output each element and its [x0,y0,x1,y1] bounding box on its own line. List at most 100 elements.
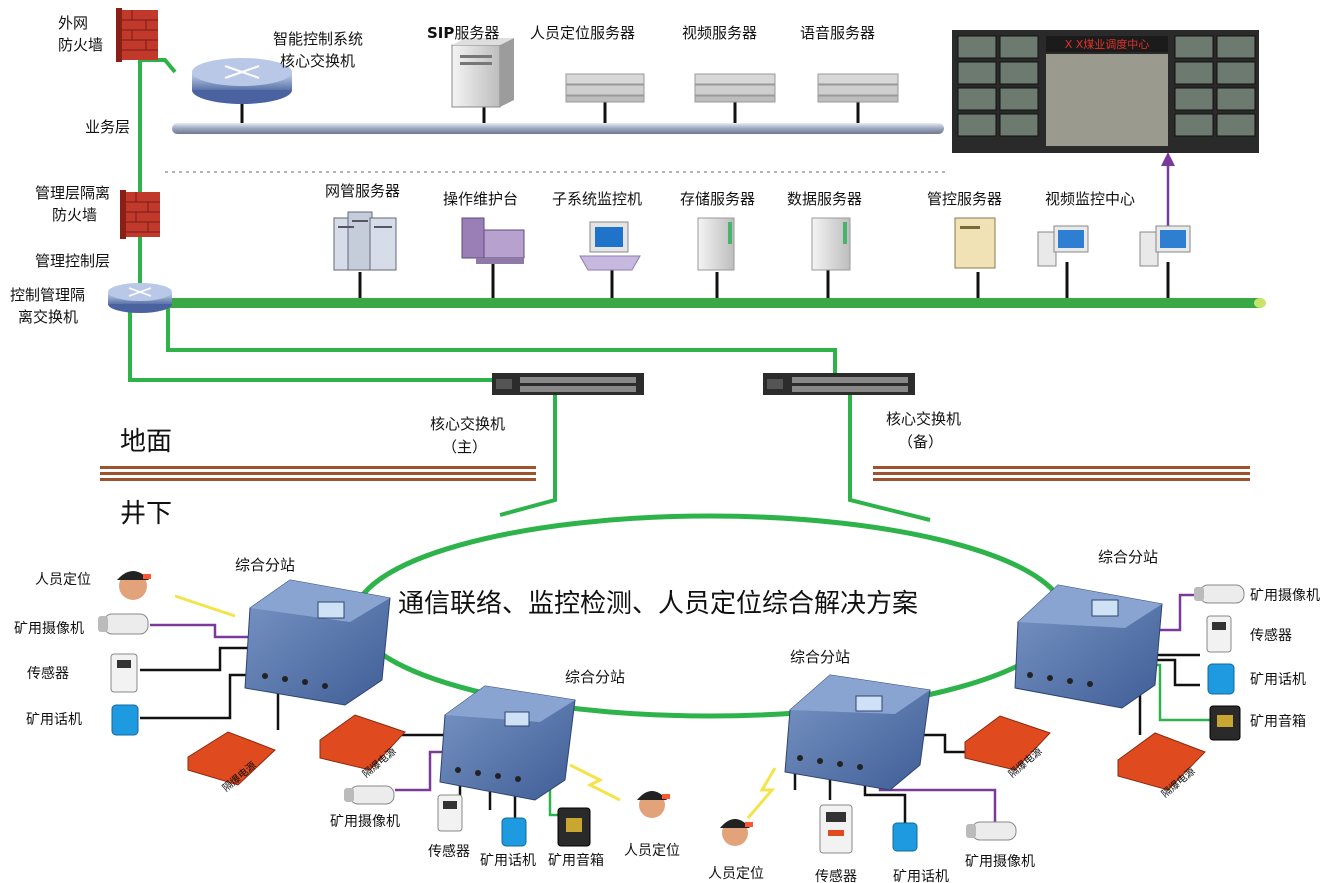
mgmt-firewall [120,190,160,239]
s1-sensor-icon [110,653,138,693]
s1-camera-label: 矿用摄像机 [14,621,84,637]
outer-firewall-label-1: 外网 [58,14,88,32]
management-bus [165,298,1265,308]
station-3-box [784,674,931,791]
s2-power-icon [319,714,406,771]
video-server-label: 视频服务器 [682,24,757,42]
mgmt-firewall-label-2: 防火墙 [52,206,97,224]
s4-camera-label: 矿用摄像机 [1250,588,1320,604]
s3-phone-icon [892,822,918,852]
ground-heading: 地面 [120,427,172,457]
personnel-server-label: 人员定位服务器 [530,24,635,42]
s4-power-icon [1117,732,1206,791]
ground-separator [100,466,1250,481]
bus-drops [240,100,1170,298]
s3-camera-label: 矿用摄像机 [965,854,1035,870]
core-switch-main-icon [492,373,644,395]
sip-server-icon [451,38,514,108]
s2-wireless-icon [569,763,621,802]
nms-server-icon [333,211,397,271]
control-server-icon [954,217,996,269]
labels: 外网 防火墙 业务层 管理层隔离 防火墙 管理控制层 控制管理隔 离交换机 智能… [10,14,1158,686]
subsystem-monitor-label: 子系统监控机 [552,190,642,208]
s2-person-icon [637,791,670,818]
links [128,42,1175,522]
s1-camera-icon [98,613,149,635]
station-1-label: 综合分站 [235,556,295,574]
ops-console-icon [461,217,525,264]
iso-switch-label-2: 离交换机 [18,308,78,326]
s1-phone-label: 矿用话机 [26,712,82,728]
voice-server-label: 语音服务器 [800,24,875,42]
smart-core-router-icon [192,58,292,104]
outer-firewall-label-2: 防火墙 [58,36,103,54]
s3-phone-label: 矿用话机 [893,869,949,883]
s2-sensor-icon [437,794,463,832]
video-center-pc2-icon [1139,225,1191,267]
s1-person-icon [117,571,151,600]
subsystem-monitor-icon [579,221,641,271]
underground-heading: 井下 [120,499,172,529]
s3-sensor-icon [819,804,853,854]
station-3-label: 综合分站 [790,648,850,666]
sip-server-label: SIP服务器 [427,24,499,42]
business-layer-label: 业务层 [85,118,130,136]
core-switch-main-label-2: （主） [442,438,487,456]
s4-phone-label: 矿用话机 [1250,672,1306,688]
s3-person-icon [720,819,753,846]
station-2-label: 综合分站 [565,668,625,686]
s3-power-icon [964,715,1051,771]
dispatch-video-wall: X X煤业调度中心 [952,30,1259,153]
station-1-box [244,579,391,706]
s1-sensor-label: 传感器 [27,665,69,682]
smart-core-label-2: 核心交换机 [280,52,355,70]
isolation-switch-icon [108,283,172,313]
s4-speaker-icon [1209,705,1241,741]
mgmt-control-layer-label: 管理控制层 [35,252,110,270]
s2-phone-icon [501,817,527,847]
video-center-pc-icon [1037,225,1089,267]
s2-phone-label: 矿用话机 [480,853,536,869]
s2-speaker-icon [557,807,591,847]
s1-phone-icon [111,704,139,736]
ops-console-label: 操作维护台 [443,190,518,208]
peripheral-labels: 人员定位 矿用摄像机 传感器 矿用话机 隔爆电源 隔爆电源 矿用摄像机 传感器 … [14,572,1320,883]
s4-camera-icon [1194,584,1245,604]
s3-wireless-icon [746,767,777,819]
s3-person-label: 人员定位 [708,866,764,882]
core-switch-backup-icon [763,373,915,395]
station-4-label: 综合分站 [1098,548,1158,566]
storage-server-icon [697,217,735,271]
sip-server-label-rest: 服务器 [454,24,499,42]
data-server-label: 数据服务器 [787,190,862,208]
control-server-label: 管控服务器 [927,190,1002,208]
core-switch-backup-label-2: （备） [898,433,943,451]
nms-server-label: 网管服务器 [325,182,400,200]
s2-speaker-label: 矿用音箱 [548,852,604,869]
station-4-box [1014,584,1163,709]
smart-core-label-1: 智能控制系统 [273,30,363,48]
s1-power-icon [187,731,276,786]
s2-camera-icon [344,785,395,805]
s4-phone-icon [1207,663,1235,695]
iso-switch-label-1: 控制管理隔 [10,286,85,304]
s3-sensor-label: 传感器 [815,868,857,883]
s2-camera-label: 矿用摄像机 [330,814,400,830]
core-switch-backup-label-1: 核心交换机 [886,410,961,428]
sip-server-label-bold: SIP [427,24,454,42]
core-switch-main-label-1: 核心交换机 [430,415,505,433]
dispatch-screen-title: X X煤业调度中心 [1065,37,1150,51]
s4-sensor-icon [1206,615,1232,653]
s4-speaker-label: 矿用音箱 [1250,713,1306,730]
storage-server-label: 存储服务器 [680,190,755,208]
s2-sensor-label: 传感器 [428,843,470,860]
station-2-box [439,685,576,801]
s2-person-label: 人员定位 [624,843,680,859]
video-center-label: 视频监控中心 [1045,190,1135,208]
business-bus [172,123,944,134]
personnel-server-icon [565,73,645,103]
outer-firewall [116,8,158,62]
data-server-icon [811,217,851,271]
s1-person-label: 人员定位 [35,572,91,588]
